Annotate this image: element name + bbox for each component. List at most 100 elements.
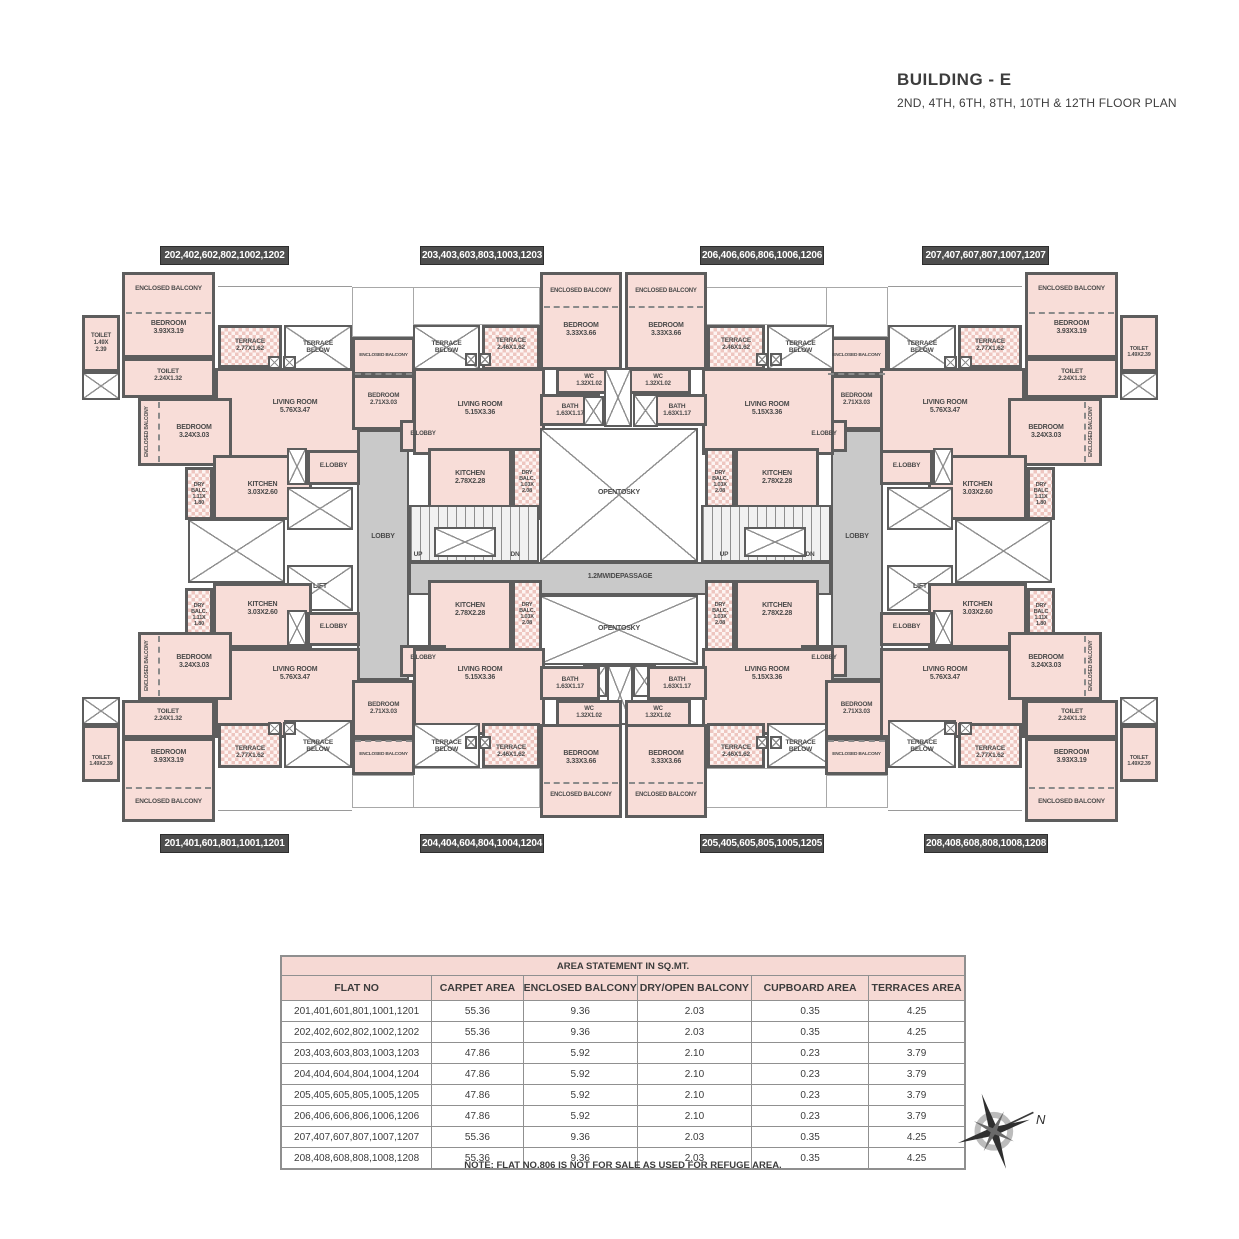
open-area-bl [352,775,414,808]
lobby-left [357,430,409,680]
area-value-cell: 0.23 [750,1063,870,1085]
living-203 [413,368,545,455]
duct-b-202 [287,487,353,530]
area-value-cell: 4.25 [868,1000,966,1022]
dry-balcony-207 [1027,467,1055,520]
flat-no-cell: 207,407,607,807,1007,1207 [280,1126,433,1148]
shaft-201 [82,697,120,725]
toilet-224-201 [122,700,215,738]
terrace-below-207 [888,325,956,372]
area-value-cell: 0.35 [750,1000,870,1022]
area-value-cell: 0.35 [750,1126,870,1148]
area-value-cell: 0.23 [750,1105,870,1127]
terrace-246-203 [482,325,540,370]
planter-b-201 [283,722,296,735]
flat-no-cell: 201,401,601,801,1001,1201 [280,1000,433,1022]
area-value-cell: 55.36 [431,1000,524,1022]
bedroom-balcony-207 [1025,272,1118,358]
flat-no-cell: 203,403,603,803,1003,1203 [280,1042,433,1064]
toilet-149-202 [82,315,120,372]
area-value-cell: 55.36 [431,1126,524,1148]
area-value-cell: 55.36 [431,1147,524,1170]
terrace-below-202 [284,325,352,372]
thin-line-1 [888,286,1022,287]
area-value-cell: 0.23 [750,1084,870,1106]
living-205 [702,648,834,735]
dash-line-8 [158,402,160,462]
opentosky-bottom [540,595,698,665]
planter-b-206 [770,353,782,366]
kitchen-204 [428,580,512,652]
wc-205 [625,700,691,728]
dash-line-5 [629,306,703,308]
area-value-cell: 47.86 [431,1042,524,1064]
floor-subtitle: 2ND, 4TH, 6TH, 8TH, 10TH & 12TH FLOOR PL… [897,96,1177,110]
planter-a-203 [465,353,477,366]
area-value-cell: 55.36 [431,1021,524,1043]
column-header-1: CARPET AREA [431,975,524,1001]
title-block: BUILDING - E 2ND, 4TH, 6TH, 8TH, 10TH & … [897,70,1177,110]
stair-landing-right [744,527,806,557]
dash-line-14 [355,740,412,742]
area-value-cell: 2.10 [636,1105,752,1127]
flat-tag-3: 206,406,606,806,1006,1206 [700,246,824,265]
dash-line-13 [828,373,885,375]
thin-line-3 [888,810,1022,811]
bedroom-balcony-201 [122,738,215,822]
area-value-cell: 4.25 [868,1147,966,1170]
bedroom-324-202 [138,398,232,466]
area-value-cell: 47.86 [431,1063,524,1085]
bedroom-balcony-208 [1025,738,1118,822]
terrace-246-205 [707,723,765,768]
area-value-cell: 2.10 [636,1042,752,1064]
compass-icon [957,1093,1034,1169]
planter-a-201 [268,722,281,735]
area-value-cell: 9.36 [522,1147,638,1170]
flat-no-cell: 206,406,606,806,1006,1206 [280,1105,433,1127]
area-value-cell: 4.25 [868,1126,966,1148]
flat-tag-7: 205,405,605,805,1005,1205 [700,834,824,853]
planter-a-205 [756,736,768,749]
area-value-cell: 0.23 [750,1042,870,1064]
area-value-cell: 2.03 [636,1021,752,1043]
open-area-tl [352,287,414,337]
elobby-201 [307,612,360,646]
column-header-2: ENCLOSED BALCONY [522,975,638,1001]
toilet-224-202 [122,358,215,398]
shaft-208 [1120,697,1158,725]
area-value-cell: 0.35 [750,1021,870,1043]
area-value-cell: 3.79 [868,1063,966,1085]
flat-no-cell: 202,402,602,802,1002,1202 [280,1021,433,1043]
balcony-left-204 [352,738,415,775]
area-value-cell: 5.92 [522,1042,638,1064]
dry-balcony-208 [1027,588,1055,641]
lightwell-left [188,519,285,583]
terrace-below-203 [413,325,480,370]
dry-balcony-202 [185,467,213,520]
area-value-cell: 3.79 [868,1084,966,1106]
balcony-right-206 [825,337,888,375]
area-value-cell: 2.10 [636,1063,752,1085]
area-value-cell: 2.03 [636,1000,752,1022]
flat-no-cell: 205,405,605,805,1005,1205 [280,1084,433,1106]
flat-no-cell: 204,404,604,804,1004,1204 [280,1063,433,1085]
toilet-149-207 [1120,315,1158,372]
elobby-207 [880,450,933,485]
dry-balcony-201 [185,588,213,641]
planter-b-204 [479,736,491,749]
planter-a-208 [944,722,957,735]
open-strip-bottom-right [700,768,827,808]
lobby-right [831,430,883,680]
dash-line-0 [126,312,211,314]
area-value-cell: 9.36 [522,1000,638,1022]
dry-balcony-204 [512,580,542,652]
stair-landing-left [434,527,496,557]
bedroom-271-204 [352,680,415,738]
terrace-below-201 [284,720,352,768]
